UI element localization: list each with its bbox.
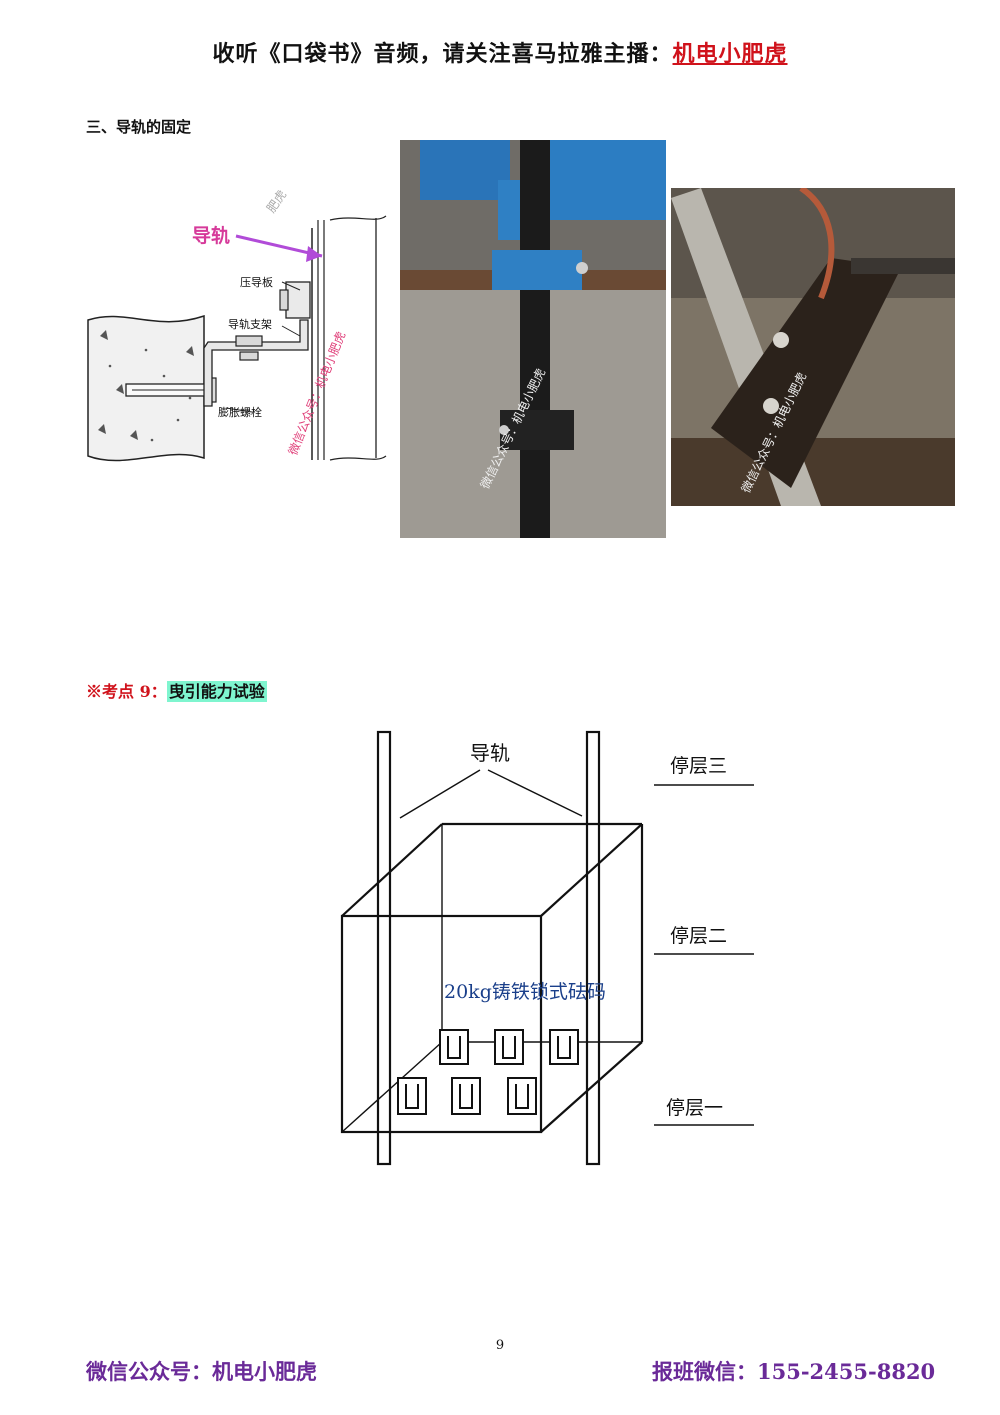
label-bracket: 导轨支架 (228, 317, 272, 331)
label-press-plate: 压导板 (240, 275, 273, 289)
wall-speckles (98, 330, 194, 442)
page-header: 收听《口袋书》音频，请关注喜马拉雅主播：机电小肥虎 (0, 36, 1000, 68)
rail-fixing-diagram: 导轨 压导板 导轨支架 膨胀螺栓 肥虎 微信公众号：机电小肥虎 (86, 140, 392, 540)
header-anchor-name[interactable]: 机电小肥虎 (672, 41, 788, 67)
page-number: 9 (495, 1338, 505, 1353)
left-guide-rail (376, 730, 392, 1166)
header-text: 收听《口袋书》音频，请关注喜马拉雅主播： (212, 41, 673, 67)
floor-3-label: 停层三 (670, 755, 727, 777)
key-point-prefix: ※考点 9： (86, 682, 167, 701)
rail-callout: 导轨 (192, 224, 230, 247)
right-guide-rail (585, 730, 601, 1166)
rail-bracket-photo-2: 微信公众号：机电小肥虎 (671, 188, 955, 506)
weights-label: 20kg铸铁锁式砝码 (444, 981, 606, 1003)
rail-in-photo (520, 140, 550, 538)
floor-2-label: 停层二 (670, 925, 727, 947)
rail-bracket-photo-1: 微信公众号：机电小肥虎 (400, 140, 666, 538)
press-plate (285, 281, 311, 319)
key-point-topic: 曳引能力试验 (166, 681, 267, 702)
footer-contact: 报班微信：155-2455-8820 (652, 1359, 936, 1384)
footer-wechat-account: 微信公众号：机电小肥虎 (86, 1359, 317, 1384)
traction-test-diagram: 导轨 20kg铸铁锁式砝码 停层三 停层二 停层一 (340, 730, 754, 1166)
rail-label: 导轨 (470, 741, 510, 765)
floor-1-label: 停层一 (666, 1097, 723, 1119)
key-point-heading: ※考点 9：曳引能力试验 (86, 678, 267, 702)
section-title: 三、导轨的固定 (86, 118, 192, 136)
bracket-in-photo (711, 258, 901, 488)
label-expansion-bolt: 膨胀螺栓 (218, 405, 262, 419)
weights-group (397, 1029, 579, 1115)
rail-bracket (203, 319, 309, 407)
